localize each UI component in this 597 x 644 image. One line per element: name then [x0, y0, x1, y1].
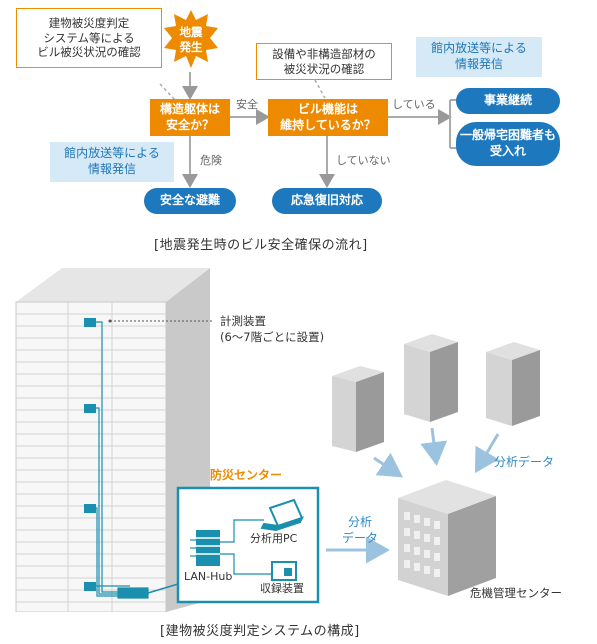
lan-hub-icon: [196, 530, 220, 566]
branch-building-3: [486, 342, 540, 426]
equipment-check-box: 設備や非構造部材の 被災状況の確認: [256, 43, 392, 80]
sensor-icon: [84, 404, 96, 413]
stranded-people-pill: 一般帰宅困難者も 受入れ: [456, 122, 560, 166]
crisis-center-label: 危機管理センター: [470, 586, 562, 600]
function-question-box: ビル機能は 維持しているか？: [268, 99, 388, 136]
danger-label: 危険: [200, 154, 222, 167]
branch-building-1: [332, 366, 384, 452]
recorder-label: 収録装置: [260, 582, 304, 595]
pc-label: 分析用PC: [250, 532, 298, 545]
sensor-label: 計測装置 (6〜7階ごとに設置): [220, 314, 325, 344]
broadcast-left-box: 館内放送等による 情報発信: [50, 142, 174, 182]
quake-burst-icon: [164, 10, 218, 68]
branch-building-2: [404, 334, 458, 422]
safe-evacuation-pill: 安全な避難: [144, 188, 236, 214]
emergency-recovery-pill: 応急復旧対応: [272, 188, 382, 214]
maintained-label: している: [392, 98, 436, 111]
flow-caption: [地震発生時のビル安全確保の流れ]: [154, 238, 368, 253]
sensor-icon: [84, 582, 96, 591]
crisis-center-building: [398, 480, 496, 596]
safe-label: 安全: [236, 98, 258, 111]
flow-connectors: [159, 72, 458, 188]
broadcast-top-box: 館内放送等による 情報発信: [416, 37, 542, 77]
damage-system-box: 建物被災度判定 システム等による ビル被災状況の確認: [16, 8, 162, 68]
disaster-center-title: 防災センター: [210, 468, 283, 482]
sensor-icon: [84, 504, 96, 513]
lan-hub-label: LAN-Hub: [184, 570, 233, 583]
not-maintained-label: していない: [336, 154, 391, 167]
quake-label: 地震 発生: [179, 25, 203, 54]
system-illustration: [15, 268, 540, 612]
sensor-icon: [84, 318, 96, 327]
laptop-icon: [260, 498, 304, 532]
analysis-data-right: 分析データ: [494, 455, 555, 469]
business-continuity-pill: 事業継続: [456, 88, 560, 114]
system-caption: [建物被災度判定システムの構成]: [160, 624, 360, 639]
analysis-data-left: 分析 データ: [342, 515, 379, 546]
recorder-icon: [271, 561, 297, 581]
structure-question-box: 構造躯体は 安全か？: [150, 99, 230, 136]
